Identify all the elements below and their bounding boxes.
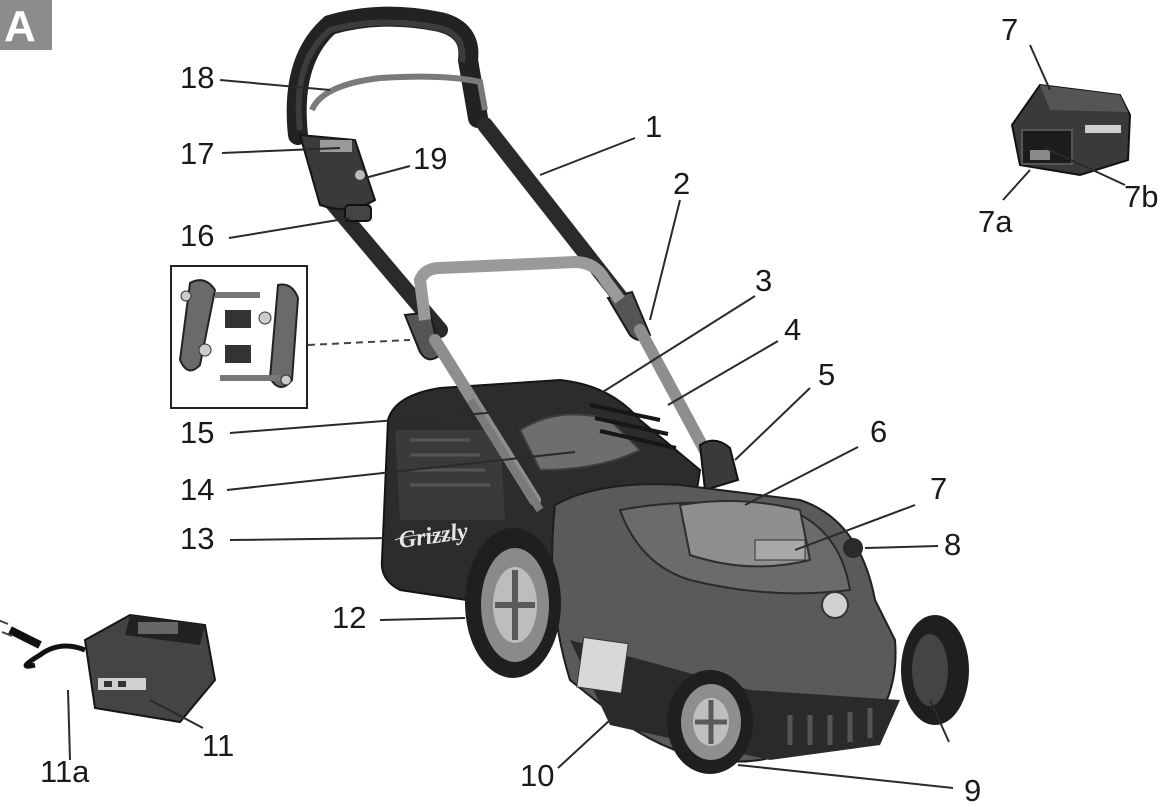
figure-badge-letter: A	[4, 2, 36, 51]
callout-12: 12	[332, 600, 366, 635]
charger	[85, 615, 215, 722]
callout-4: 4	[784, 312, 801, 347]
callout-11: 11	[202, 728, 234, 763]
callout-11a: 11a	[40, 754, 90, 789]
callout-6: 6	[870, 414, 887, 449]
inset-dashed-connector	[308, 340, 410, 345]
callout-5: 5	[818, 357, 835, 392]
front-wheel-far	[901, 615, 969, 725]
height-adjust-lever	[700, 441, 738, 490]
callout-15: 15	[180, 415, 214, 450]
charger-power-cord	[0, 620, 85, 666]
callout-7a: 7a	[978, 204, 1013, 239]
callout-8: 8	[944, 527, 961, 562]
battery-pack	[1012, 85, 1130, 175]
lower-handle	[420, 262, 620, 320]
front-wheel-near	[667, 670, 753, 774]
callout-19: 19	[413, 141, 447, 176]
rear-wheel	[465, 528, 561, 678]
figure-badge: A	[0, 0, 52, 51]
callout-7: 7	[930, 471, 947, 506]
safety-bow	[312, 77, 485, 110]
callout-16: 16	[180, 218, 214, 253]
callout-9: 9	[964, 773, 981, 807]
callout-3: 3	[755, 263, 772, 298]
cutting-height-knob	[843, 538, 863, 558]
callout-1: 1	[645, 109, 662, 144]
callout-7-battery: 7	[1001, 12, 1018, 47]
switch-box	[300, 135, 375, 209]
callout-14: 14	[180, 472, 214, 507]
handle-clamp-detail-inset	[171, 266, 307, 408]
callout-13: 13	[180, 521, 214, 556]
callout-10: 10	[520, 758, 554, 793]
callout-7b: 7b	[1124, 179, 1158, 214]
callout-2: 2	[673, 166, 690, 201]
callout-17: 17	[180, 136, 214, 171]
callout-18: 18	[180, 60, 214, 95]
